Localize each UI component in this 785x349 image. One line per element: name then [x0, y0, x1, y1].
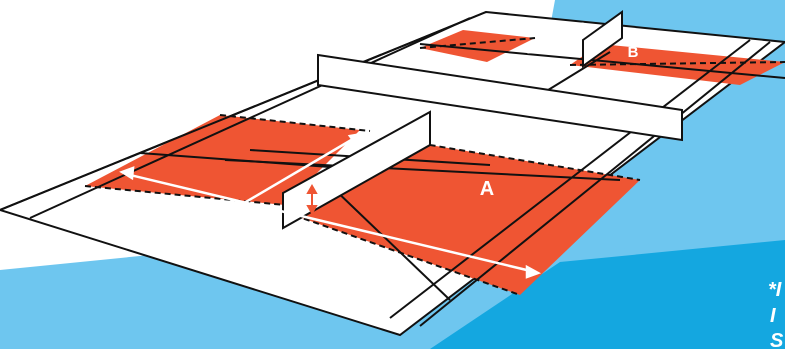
zone-a-label: A [480, 178, 494, 200]
corner-note-line-2: I [770, 305, 776, 327]
arrowhead-left-icon [119, 166, 135, 181]
arrowhead-upperright-icon [347, 132, 365, 146]
arrow-width-a [125, 172, 536, 274]
zone-a-right [285, 140, 640, 295]
measurement-arrows [119, 22, 584, 279]
net-arrow-down-icon [306, 205, 318, 216]
corner-note-line-3: S [770, 330, 784, 349]
net-arrow-up-icon [306, 183, 318, 194]
near-divider [282, 110, 431, 230]
arrowhead-b-lower-icon [527, 41, 543, 54]
arrowhead-lowerleft-icon [215, 205, 232, 221]
net-height-arrow [306, 183, 318, 216]
zone-b-right [570, 44, 785, 85]
corner-note-line-1: *I [768, 279, 782, 301]
arrowhead-b-upper-icon [568, 22, 584, 35]
arrowhead-right-icon [525, 264, 542, 279]
zone-b-label: B [628, 44, 639, 61]
zone-dashed-lines [84, 37, 785, 296]
zone-b-left [420, 30, 535, 62]
arrow-diagonal-b [532, 24, 579, 52]
far-divider [582, 10, 623, 68]
background-blue-dark [430, 240, 785, 349]
court-lines [0, 11, 785, 327]
far-net [317, 53, 683, 142]
arrow-diagonal-a [221, 134, 359, 218]
